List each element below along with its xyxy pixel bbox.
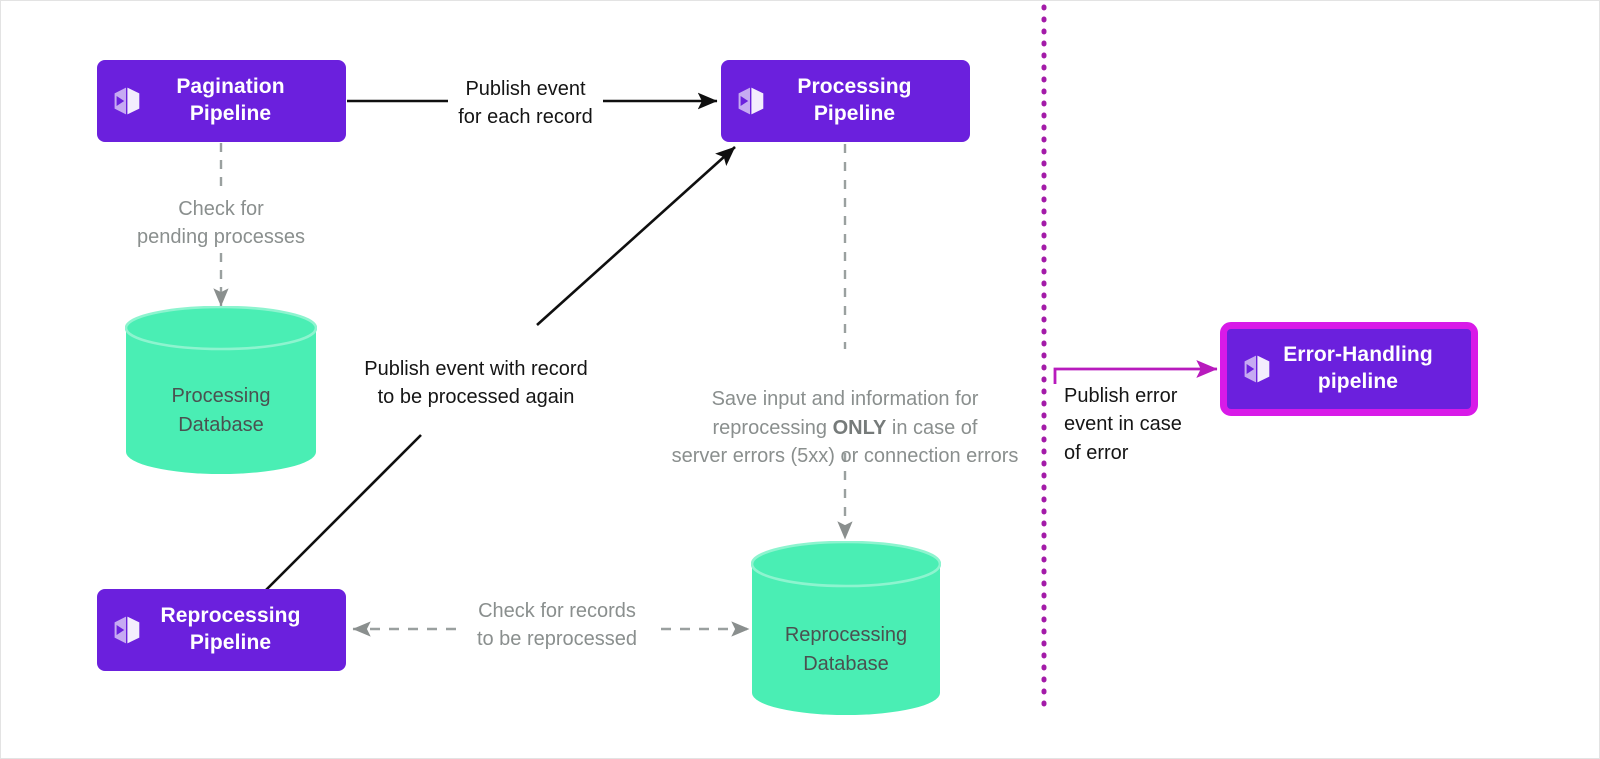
edge-label-publish-error-event: Publish error event in case of error xyxy=(1064,385,1182,464)
save-input-text-part2: in case of server errors (5xx) or connec… xyxy=(671,416,1019,468)
edge-label-publish-event-record-again: Publish event with record to be processe… xyxy=(364,358,588,409)
cube-arrow-icon xyxy=(105,85,149,117)
cube-arrow-icon xyxy=(1235,353,1279,385)
cube-arrow-icon xyxy=(729,85,773,117)
edge-label-save-input-information: Save input and information for reprocess… xyxy=(651,357,1039,471)
database-cylinder-icon xyxy=(750,540,942,715)
save-input-text-emphasis: ONLY xyxy=(832,416,887,439)
save-input-text-part1: Save input and information for reprocess… xyxy=(711,388,979,439)
edge-label-publish-event-each-record: Publish event for each record xyxy=(458,78,593,129)
cube-arrow-icon xyxy=(105,614,149,646)
database-cylinder-icon xyxy=(124,305,318,474)
edge-label-check-records-reprocessed: Check for records to be reprocessed xyxy=(476,600,638,651)
edge-label-check-pending-processes: Check for pending processes xyxy=(137,198,305,249)
